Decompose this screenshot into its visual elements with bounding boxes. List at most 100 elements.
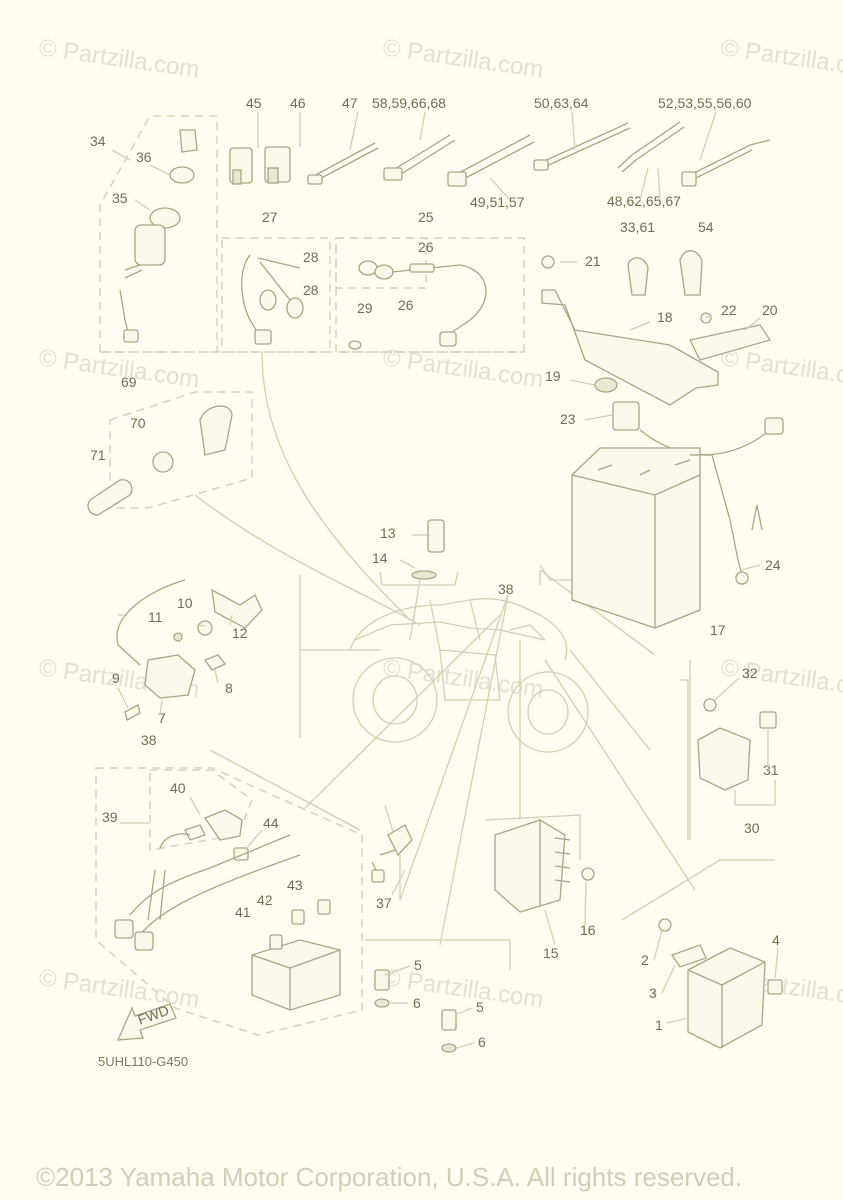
callout-33-61: 33,61 bbox=[620, 219, 655, 235]
callout-19: 19 bbox=[545, 368, 561, 384]
gasket-6b bbox=[441, 1043, 457, 1053]
clamp-48 bbox=[617, 121, 685, 173]
callout-39: 39 bbox=[102, 809, 118, 825]
bolt-10 bbox=[197, 620, 213, 636]
lead-24 bbox=[690, 454, 743, 576]
bolt-21 bbox=[541, 255, 555, 269]
callout-41: 41 bbox=[235, 904, 251, 920]
watermark: © Partzilla.com bbox=[37, 964, 201, 1013]
callout-21: 21 bbox=[585, 253, 601, 269]
cdi-unit bbox=[658, 918, 783, 1049]
callout-15: 15 bbox=[543, 945, 559, 961]
sensor-13 bbox=[411, 519, 445, 580]
callout-18: 18 bbox=[657, 309, 673, 325]
main-switch bbox=[134, 224, 166, 266]
band-3 bbox=[670, 944, 707, 968]
stay-20 bbox=[689, 324, 772, 361]
callout-26: 26 bbox=[418, 239, 434, 255]
damper-19 bbox=[594, 377, 618, 393]
fuse-43 bbox=[317, 899, 331, 915]
bolt-8 bbox=[203, 654, 227, 671]
callout-1: 1 bbox=[655, 1017, 663, 1033]
bolt-2 bbox=[658, 918, 672, 932]
band-50 bbox=[539, 122, 631, 169]
callout-54: 54 bbox=[698, 219, 714, 235]
callout-52-53-55-56-60: 52,53,55,56,60 bbox=[658, 95, 752, 111]
callout-37: 37 bbox=[376, 895, 392, 911]
callout-28: 28 bbox=[303, 249, 319, 265]
cover-31 bbox=[759, 711, 777, 729]
watermark: © Partzilla.com bbox=[719, 344, 843, 393]
leader-lines bbox=[194, 351, 776, 970]
holder-54 bbox=[679, 250, 703, 296]
battery-area bbox=[541, 255, 784, 629]
nut-35 bbox=[149, 207, 181, 229]
wire-harness-parts bbox=[114, 809, 341, 1011]
bolt-16 bbox=[581, 867, 595, 881]
callout-38: 38 bbox=[498, 581, 514, 597]
callout-10: 10 bbox=[177, 595, 193, 611]
cover-23 bbox=[612, 401, 640, 431]
watermark: © Partzilla.com bbox=[381, 34, 545, 83]
gasket-14 bbox=[411, 570, 437, 580]
callout-8: 8 bbox=[225, 680, 233, 696]
callout-50-63-64: 50,63,64 bbox=[534, 95, 589, 111]
key-36 bbox=[179, 129, 198, 153]
harness-group-box-25 bbox=[335, 237, 525, 353]
callout-69: 69 bbox=[121, 374, 137, 390]
callout-42: 42 bbox=[257, 892, 273, 908]
callout-44: 44 bbox=[263, 815, 279, 831]
callout-12: 12 bbox=[232, 625, 248, 641]
band-47 bbox=[309, 142, 379, 184]
band-52 bbox=[689, 139, 771, 181]
callout-4: 4 bbox=[772, 932, 780, 948]
callout-34: 34 bbox=[90, 133, 106, 149]
coil-7 bbox=[144, 654, 196, 699]
callout-45: 45 bbox=[246, 95, 262, 111]
band-49 bbox=[454, 134, 535, 183]
dc-jack-69 bbox=[199, 405, 233, 456]
sub-harness-parts bbox=[241, 254, 487, 350]
callout-labels: 1 2 3 4 5 5 6 6 7 8 9 10 11 12 13 14 15 … bbox=[90, 95, 781, 1050]
cap-71 bbox=[87, 479, 133, 516]
callout-29: 29 bbox=[357, 300, 373, 316]
harness-subgroup-box-26 bbox=[335, 237, 427, 289]
dc-jack-parts bbox=[87, 405, 233, 516]
callout-20: 20 bbox=[762, 302, 778, 318]
callout-3: 3 bbox=[649, 985, 657, 1001]
callout-27: 27 bbox=[262, 209, 278, 225]
callout-22: 22 bbox=[721, 302, 737, 318]
callout-2: 2 bbox=[641, 952, 649, 968]
watermark: © Partzilla.com bbox=[37, 34, 201, 83]
callout-24: 24 bbox=[765, 557, 781, 573]
callout-5: 5 bbox=[414, 957, 422, 973]
callout-30: 30 bbox=[744, 820, 760, 836]
battery-band-18 bbox=[541, 289, 719, 406]
box-41 bbox=[251, 939, 341, 1011]
callout-leaders bbox=[111, 111, 779, 1049]
cap-12 bbox=[211, 588, 263, 629]
watermark: © Partzilla.com bbox=[719, 34, 843, 83]
callout-32: 32 bbox=[742, 665, 758, 681]
callout-49-51-57: 49,51,57 bbox=[470, 194, 525, 210]
sub-harness-group-box bbox=[149, 769, 253, 851]
grommet-29 bbox=[348, 340, 362, 350]
callout-71: 71 bbox=[90, 447, 106, 463]
callout-38: 38 bbox=[141, 732, 157, 748]
callout-40: 40 bbox=[170, 780, 186, 796]
rectifier-15 bbox=[494, 819, 595, 913]
cdi-1 bbox=[687, 947, 766, 1049]
rear-wheel bbox=[507, 671, 589, 753]
callout-26: 26 bbox=[398, 297, 414, 313]
callout-31: 31 bbox=[763, 762, 779, 778]
callout-14: 14 bbox=[372, 550, 388, 566]
holder-33 bbox=[627, 257, 649, 296]
callout-5: 5 bbox=[476, 999, 484, 1015]
wire-harness-group-box bbox=[95, 767, 363, 1036]
atv-illustration bbox=[349, 598, 589, 753]
diagram-code: 5UHL110-G450 bbox=[98, 1054, 188, 1069]
callout-13: 13 bbox=[380, 525, 396, 541]
band-58 bbox=[389, 134, 456, 179]
sensor-37 bbox=[371, 824, 413, 883]
